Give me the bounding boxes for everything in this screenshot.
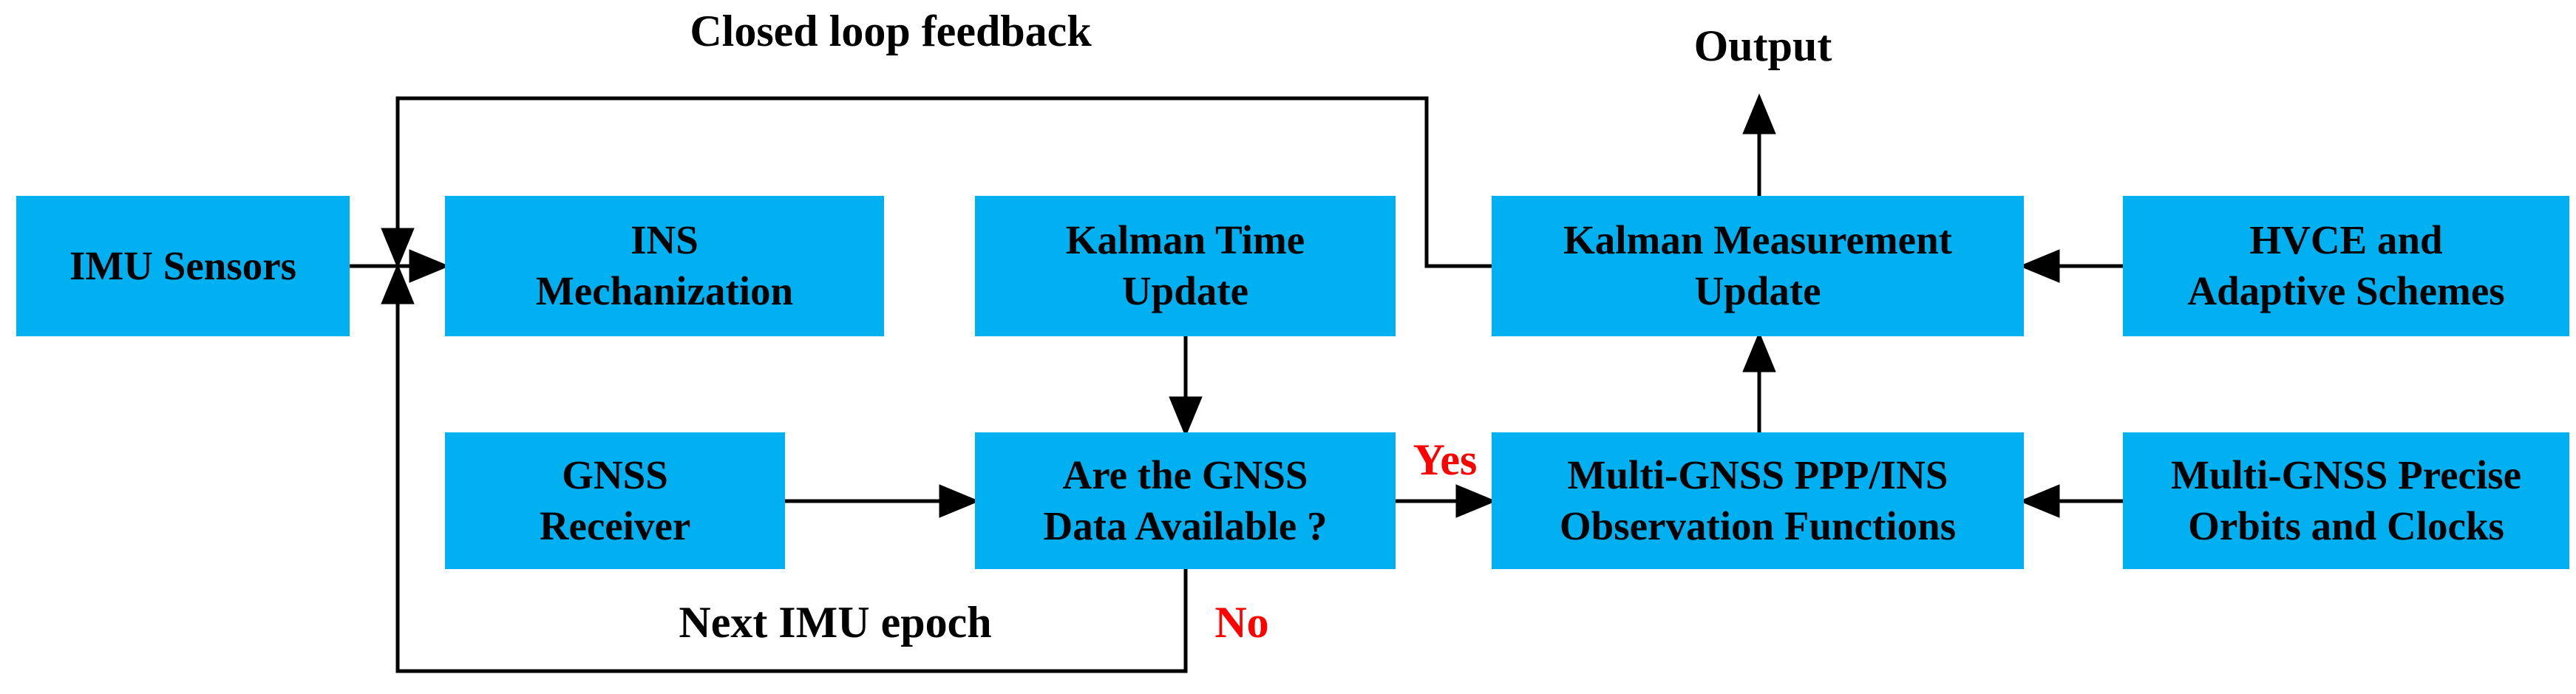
label-output: Output [1693,21,1832,70]
connector-hvce-to-kmu [2019,249,2123,283]
box-gnss-data-available-label: Are the GNSS Data Available ? [1043,452,1328,548]
connector-next-imu-epoch-loop [381,263,1188,673]
box-kalman-measurement-update-label: Kalman Measurement Update [1563,217,1952,313]
box-multi-gnss-ppp-ins-label: Multi-GNSS PPP/INS Observation Functions [1559,452,1957,548]
box-hvce-adaptive-schemes-label: HVCE and Adaptive Schemes [2187,217,2505,313]
label-no-branch: No [1214,598,1269,647]
connector-closed-loop-feedback [381,96,1492,269]
connector-orbits-to-ppp [2019,484,2123,518]
arrowhead-up [381,263,415,305]
box-gnss-data-available: Are the GNSS Data Available ? [975,432,1396,569]
connector-kmu-to-output [1742,93,1776,196]
label-next-imu-epoch: Next IMU epoch [679,598,992,647]
arrowhead-down [381,228,415,269]
arrowhead-right [1455,484,1497,518]
arrowhead-left [2019,249,2060,283]
box-kalman-measurement-update: Kalman Measurement Update [1492,196,2024,336]
label-closed-loop-feedback: Closed loop feedback [690,7,1092,55]
arrowhead-right [939,484,980,518]
box-multi-gnss-precise-orbits-label: Multi-GNSS Precise Orbits and Clocks [2170,452,2522,548]
connector-gnss-to-available [785,484,980,518]
label-yes-branch: Yes [1413,435,1478,484]
box-gnss-receiver: GNSS Receiver [445,432,785,569]
connector-line [395,96,1492,268]
connector-ppp-to-kmu [1742,331,1776,432]
box-ins-mechanization: INS Mechanization [445,196,884,336]
connector-ktu-to-available [1169,336,1203,438]
arrowhead-left [2019,484,2060,518]
arrowhead-up [1742,93,1776,135]
connector-available-to-ppp-yes [1396,484,1497,518]
box-ins-mechanization-label: INS Mechanization [535,217,794,313]
box-imu-sensors-label: IMU Sensors [69,242,297,288]
arrowhead-right [409,249,450,283]
box-kalman-time-update: Kalman Time Update [975,196,1396,336]
box-multi-gnss-ppp-ins: Multi-GNSS PPP/INS Observation Functions [1492,432,2024,569]
connector-imu-to-ins [350,249,450,283]
box-hvce-adaptive-schemes: HVCE and Adaptive Schemes [2123,196,2569,336]
box-imu-sensors: IMU Sensors [16,196,350,336]
arrowhead-down [1169,396,1203,438]
arrowhead-up [1742,331,1776,372]
connector-line [395,302,1188,673]
box-gnss-receiver-label: GNSS Receiver [539,452,691,548]
box-multi-gnss-precise-orbits: Multi-GNSS Precise Orbits and Clocks [2123,432,2569,569]
box-kalman-time-update-label: Kalman Time Update [1065,217,1305,313]
